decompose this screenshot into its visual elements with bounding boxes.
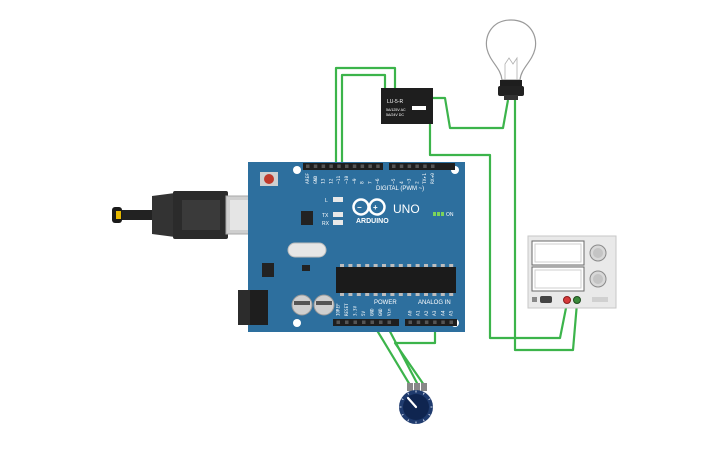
digital-pin-label: ~6: [375, 178, 381, 184]
header-pin[interactable]: [353, 320, 358, 325]
header-pin[interactable]: [415, 164, 419, 169]
microcontroller-chip: [336, 267, 456, 293]
analog-pin-label: A5: [449, 310, 455, 316]
digital-pin-label: ~9: [352, 178, 358, 184]
digital-pin-label: 12: [328, 178, 334, 184]
digital-pin-label: ~3: [407, 178, 413, 184]
wire-pot-5v[interactable]: [371, 321, 411, 386]
led-l-label: L: [325, 198, 328, 204]
wire-bulb-supply[interactable]: [513, 100, 579, 352]
header-pin[interactable]: [329, 164, 333, 169]
digital-pin-label: TX▸1: [422, 173, 428, 184]
positive-terminal[interactable]: [563, 296, 571, 304]
digital-pin-label: AREF: [305, 173, 311, 184]
digital-pin-label: 8: [360, 181, 366, 184]
power-switch[interactable]: [540, 296, 552, 303]
led-rx-label: RX: [322, 221, 330, 227]
svg-text:+: +: [373, 203, 378, 212]
power-pin-label: RESET: [344, 303, 349, 316]
relay[interactable]: LU-5-R 5A/125V AC 5A/24V DC: [381, 88, 433, 124]
digital-pin-label: 2: [414, 181, 420, 184]
header-pin[interactable]: [387, 320, 392, 325]
digital-pin-label: GND: [313, 175, 319, 184]
header-pin[interactable]: [362, 320, 366, 325]
voltage-display: [531, 240, 585, 266]
analog-pin-label: A2: [424, 310, 430, 316]
arduino-logo: − +: [352, 198, 386, 216]
brand-label: ARDUINO: [356, 218, 389, 225]
analog-header-label: ANALOG IN: [418, 300, 451, 306]
svg-text:−: −: [357, 203, 362, 212]
header-pin[interactable]: [336, 320, 341, 325]
potentiometer-dial: [399, 390, 433, 424]
header-pin[interactable]: [379, 320, 383, 325]
header-pin[interactable]: [370, 320, 375, 325]
wire-relay-gnd[interactable]: [334, 66, 397, 162]
power-pin-label: GND: [378, 308, 383, 316]
model-label: UNO: [393, 202, 420, 216]
header-pin[interactable]: [416, 320, 421, 325]
header-pin[interactable]: [352, 164, 357, 169]
header-pin[interactable]: [337, 164, 341, 169]
wire-relay-bulb[interactable]: [430, 96, 510, 130]
digital-pin-label: 13: [321, 178, 327, 184]
header-pin[interactable]: [399, 164, 404, 169]
header-pin[interactable]: [376, 164, 380, 169]
potentiometer[interactable]: [399, 383, 433, 424]
header-pin[interactable]: [423, 164, 427, 169]
header-pin[interactable]: [392, 164, 396, 169]
header-pin[interactable]: [407, 164, 412, 169]
analog-pin-label: A3: [432, 310, 438, 316]
header-pin[interactable]: [345, 320, 349, 325]
power-pin-label: Vin: [387, 308, 392, 316]
wire-pot-a0[interactable]: [393, 322, 437, 386]
header-pin[interactable]: [313, 164, 318, 169]
power-pin-label: 3.3V: [353, 305, 358, 316]
digital-pin-label: RX◂0: [430, 173, 436, 184]
digital-pin-label: ~11: [336, 175, 342, 184]
analog-pin-label: A0: [408, 310, 414, 316]
usb-cable: [112, 191, 267, 239]
led-tx-label: TX: [322, 213, 329, 219]
negative-terminal[interactable]: [573, 296, 581, 304]
relay-model-label: LU-5-R: [387, 99, 404, 105]
header-pin[interactable]: [449, 320, 454, 325]
wire-relay-pin13[interactable]: [340, 73, 387, 162]
current-display: [531, 266, 585, 292]
header-pin[interactable]: [441, 320, 445, 325]
power-pin-label: IOREF: [336, 303, 341, 316]
relay-rating-ac: 5A/125V AC: [386, 108, 406, 112]
header-pin[interactable]: [368, 164, 372, 169]
relay-rating-dc: 5A/24V DC: [386, 113, 404, 117]
digital-pin-label: 4: [399, 181, 405, 184]
analog-pin-label: A1: [416, 310, 422, 316]
digital-pin-label: ~5: [391, 178, 397, 184]
digital-pin-label: ~10: [344, 175, 350, 184]
light-bulb[interactable]: [485, 19, 537, 100]
power-pin-label: 5V: [361, 310, 366, 316]
wire-relay-supply[interactable]: [428, 112, 569, 340]
header-pin[interactable]: [360, 164, 365, 169]
power-supply[interactable]: [527, 235, 617, 309]
arduino-board[interactable]: L TX RX − + ARDUINO UNO ON: [238, 162, 465, 332]
analog-pin-label: A4: [440, 310, 446, 316]
digital-header-label: DIGITAL (PWM ~): [376, 186, 424, 192]
on-label: ON: [446, 212, 454, 218]
power-pin-label: GND: [370, 308, 375, 316]
header-pin[interactable]: [424, 320, 429, 325]
header-pin[interactable]: [408, 320, 413, 325]
chip-pins: [340, 264, 454, 296]
header-pin[interactable]: [345, 164, 349, 169]
power-header-label: POWER: [374, 300, 397, 306]
header-pin[interactable]: [433, 320, 437, 325]
wires: [334, 66, 579, 386]
header-pin[interactable]: [306, 164, 310, 169]
digital-pin-label: 7: [367, 181, 373, 184]
header-pin[interactable]: [431, 164, 435, 169]
header-pin[interactable]: [321, 164, 326, 169]
